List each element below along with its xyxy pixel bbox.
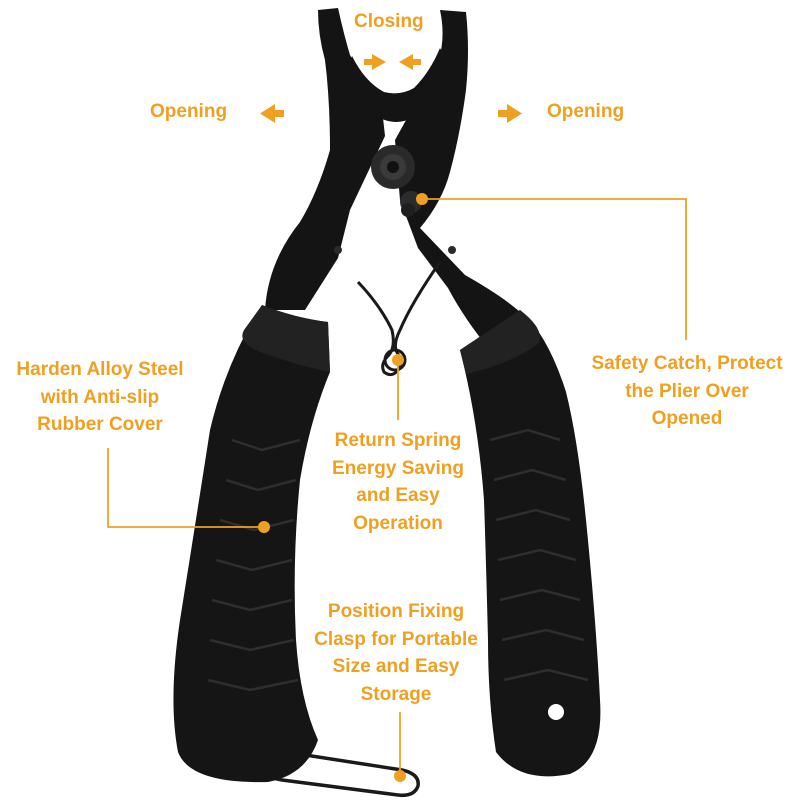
right-handle — [460, 310, 601, 777]
label-opening-left: Opening — [150, 101, 228, 122]
label-alloy-steel: Harden Alloy Steel with Anti-slip Rubber… — [16, 359, 184, 435]
callout-lines — [107, 198, 687, 774]
label-safety-catch: Safety Catch, Protect the Plier Over Ope… — [591, 353, 783, 429]
label-return-spring: Return Spring Energy Saving and Easy Ope… — [332, 430, 464, 534]
left-jaw — [265, 8, 385, 310]
left-handle — [173, 305, 330, 783]
return-spring — [356, 261, 442, 377]
arrow-opening-right — [498, 104, 522, 123]
label-closing: Closing — [354, 11, 424, 32]
handle-hole — [548, 704, 564, 720]
arrow-closing-right — [399, 54, 421, 70]
jaw-gap — [350, 48, 446, 122]
right-handle-ribs — [489, 428, 589, 682]
label-opening-right: Opening — [547, 101, 625, 122]
arrow-opening-left — [260, 104, 284, 123]
left-handle-ribs — [207, 438, 301, 692]
callout-dots — [258, 193, 428, 782]
label-fixing-clasp: Position Fixing Clasp for Portable Size … — [314, 601, 478, 705]
arrow-closing-left — [364, 54, 386, 70]
